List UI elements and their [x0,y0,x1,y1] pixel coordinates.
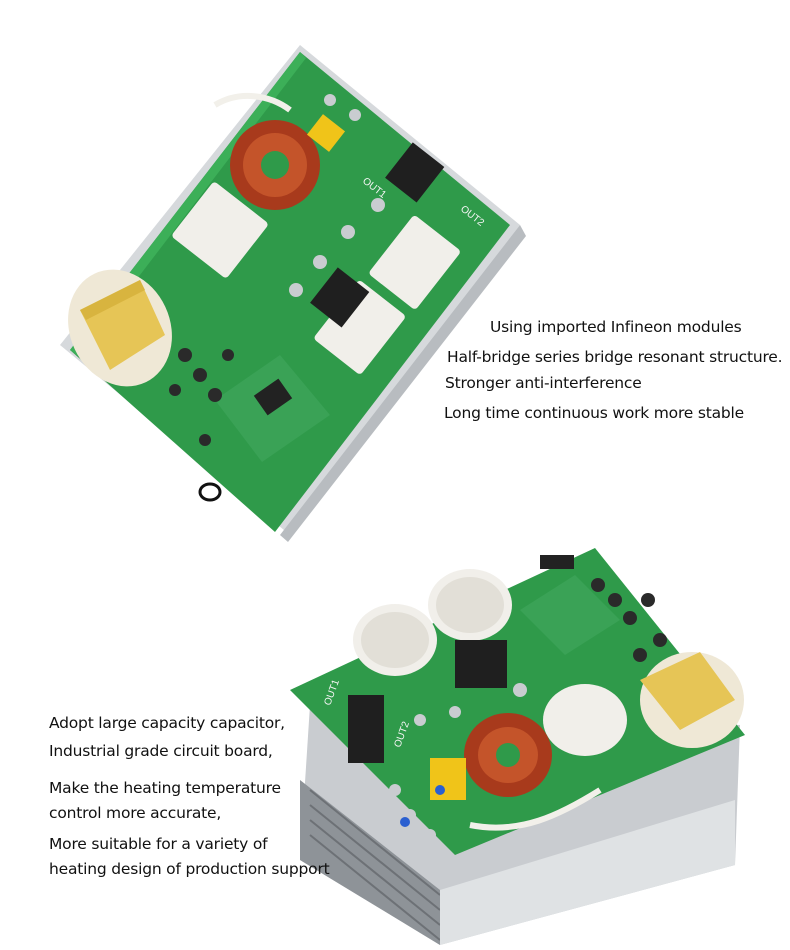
bottom-feature-3: Make the heating temperature [49,779,281,797]
bottom-feature-5: More suitable for a variety of [49,835,268,853]
bottom-feature-6: heating design of production support [49,860,330,878]
top-feature-3: Stronger anti-interference [445,374,642,392]
top-feature-4: Long time continuous work more stable [444,404,744,422]
top-feature-1: Using imported Infineon modules [490,318,742,336]
bottom-feature-4: control more accurate, [49,804,222,822]
top-feature-2: Half-bridge series bridge resonant struc… [447,348,783,366]
bottom-capacitor-3 [543,684,627,756]
bottom-feature-2: Industrial grade circuit board, [49,742,273,760]
top-capacitor-2 [369,215,460,309]
top-capacitor-1 [172,182,268,278]
bottom-transformer [640,652,735,730]
top-capacitor-3 [314,280,405,374]
bottom-feature-1: Adopt large capacity capacitor, [49,714,285,732]
bottom-control-board [520,575,620,655]
